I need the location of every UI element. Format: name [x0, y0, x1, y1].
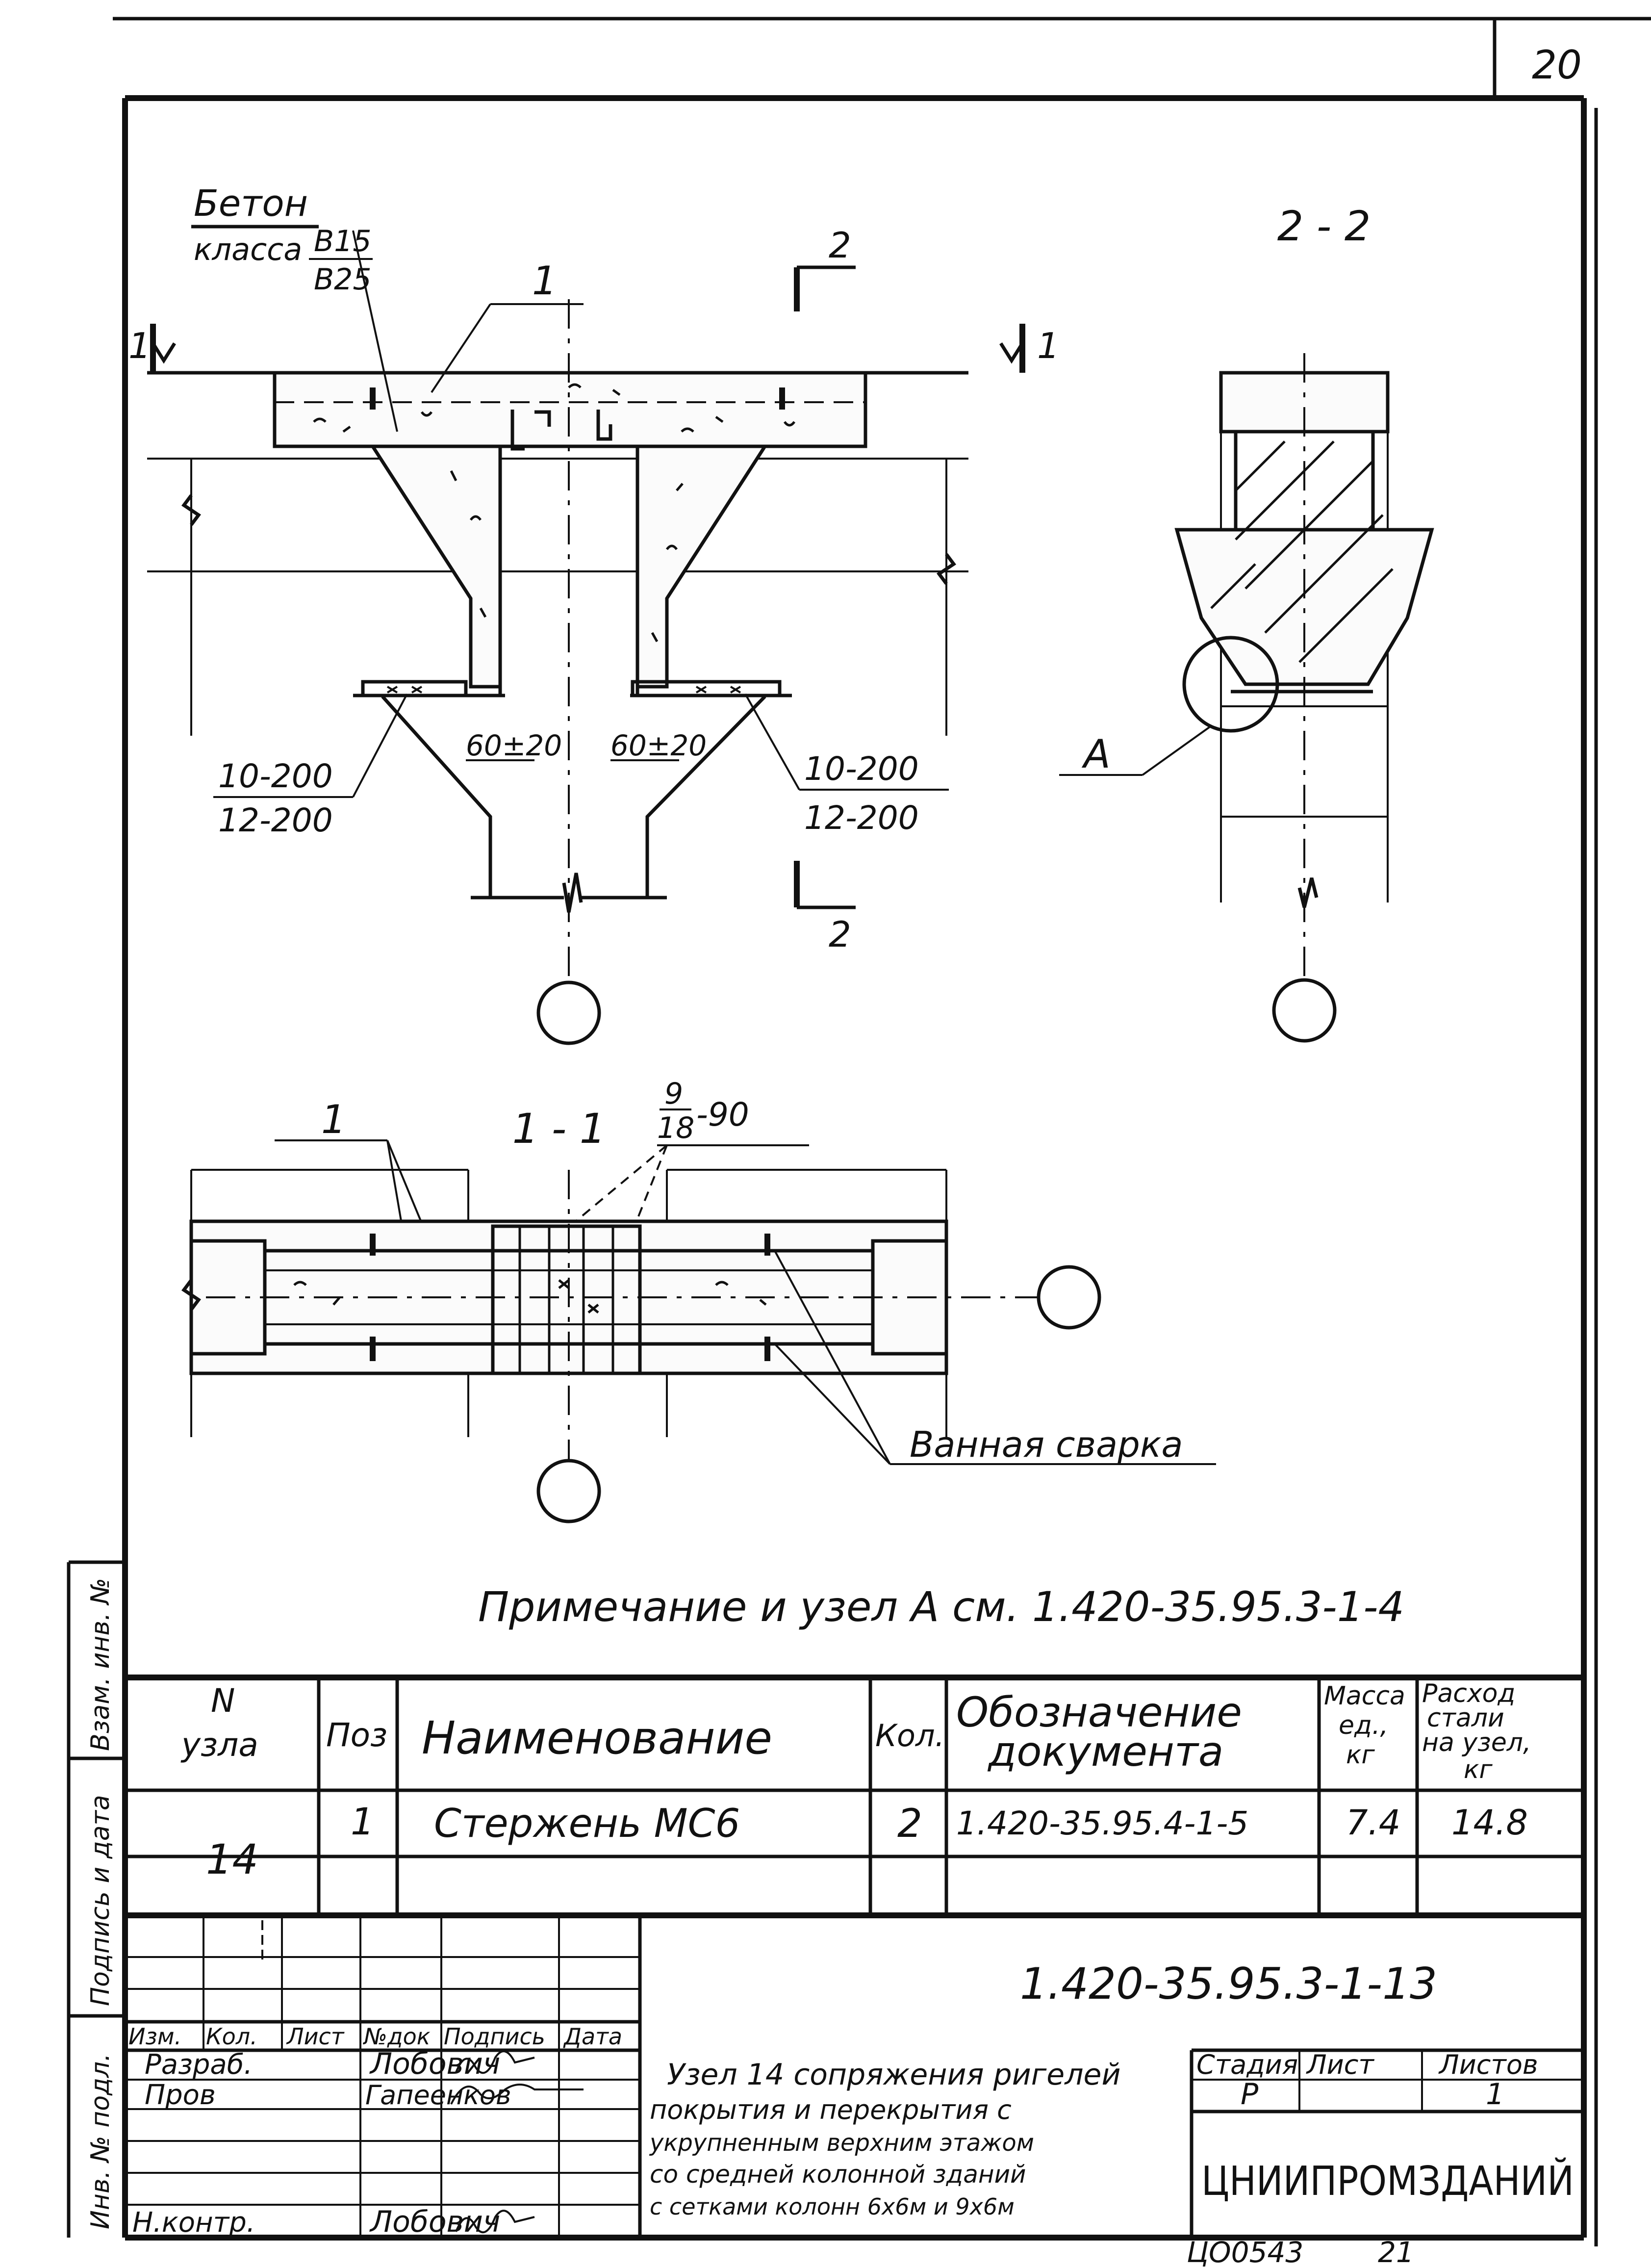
cut-2-top: 2: [829, 225, 851, 266]
sheet-label: Лист: [1306, 2049, 1374, 2080]
header-consumption-3: на узел,: [1422, 1728, 1531, 1757]
material-label-2: класса: [194, 232, 302, 267]
name-norm-control: Лобович: [369, 2205, 500, 2239]
signature-norm-control: [455, 2210, 535, 2234]
cell-document: 1.420-35.95.4-1-5: [956, 1804, 1248, 1842]
section-2-2-title: 2 - 2: [1277, 202, 1371, 250]
header-position: Поз: [326, 1716, 387, 1754]
weld-label: Ванная сварка: [910, 1424, 1183, 1465]
archive-code: ЦО0543: [1187, 2236, 1303, 2268]
cell-consumption: 14.8: [1451, 1803, 1528, 1843]
header-document-1: Обозначение: [956, 1688, 1242, 1736]
header-consumption-2: стали: [1427, 1703, 1504, 1733]
side-stamp-sign: Подпись и дата: [86, 1795, 115, 2006]
role-checker: Пров: [145, 2079, 216, 2111]
title-line-3: укрупненным верхним этажом: [649, 2129, 1034, 2157]
header-node-2: узла: [180, 1726, 258, 1764]
mesh-right-bottom: 12-200: [804, 799, 919, 837]
name-checker: Гапеенков: [365, 2080, 511, 2111]
col-date: Дата: [563, 2023, 622, 2050]
role-norm-control: Н.контр.: [132, 2207, 255, 2239]
sheet-frame: 20: [113, 17, 1651, 2246]
detail-callout-label: А: [1081, 731, 1111, 777]
cell-position: 1: [351, 1800, 374, 1843]
main-section: Бетон класса B15 B25 1 1 1 2 2 60±20 60±…: [128, 182, 1060, 1045]
axis-marker: [1272, 978, 1337, 1043]
cell-name: Стержень МС6: [434, 1801, 740, 1846]
material-label-1: Бетон: [194, 182, 308, 225]
drawing-note: Примечание и узел А см. 1.420-35.95.3-1-…: [478, 1583, 1404, 1631]
col-sign: Подпись: [444, 2023, 545, 2050]
side-stamp: Инв. № подл. Подпись и дата Взам. инв. №: [67, 1560, 125, 2238]
header-node-1: N: [211, 1682, 235, 1720]
concrete-class-top: B15: [314, 224, 372, 258]
page-number: 20: [1532, 42, 1582, 88]
spec-table: N узла Поз Наименование Кол. Обозначение…: [125, 1675, 1584, 1918]
header-mass-3: кг: [1346, 1740, 1375, 1770]
name-developer: Лобович: [369, 2047, 500, 2081]
section-2-2: 2 - 2 А: [1059, 202, 1434, 1043]
cut-1-right: 1: [1037, 325, 1060, 366]
cell-quantity: 2: [897, 1801, 922, 1846]
header-name: Наименование: [422, 1712, 772, 1764]
mesh-right-top: 10-200: [804, 750, 919, 788]
cut-1-left: 1: [128, 325, 151, 366]
axis-marker: [536, 1459, 601, 1523]
mesh-left-bottom: 12-200: [218, 801, 333, 839]
signature-checker: [450, 2084, 584, 2105]
section-1-1-position: 1: [321, 1097, 346, 1142]
concrete-hatch: [313, 383, 796, 643]
axis-marker: [1037, 1265, 1101, 1330]
sheets-label: Листов: [1438, 2049, 1538, 2080]
organization-name: ЦНИИПРОМЗДАНИЙ: [1201, 2157, 1574, 2205]
title-line-4: со средней колонной зданий: [650, 2160, 1026, 2189]
dimension-right: 60±20: [610, 729, 707, 762]
col-list: Лист: [286, 2023, 345, 2050]
title-line-1: Узел 14 сопряжения ригелей: [667, 2058, 1120, 2092]
axis-marker: [536, 980, 601, 1045]
title-line-2: покрытия и перекрытия с: [650, 2094, 1012, 2125]
header-mass-1: Масса: [1324, 1681, 1405, 1711]
section-1-1: 1 - 1 1 9 18 -90: [181, 1077, 1216, 1523]
header-quantity: Кол.: [875, 1718, 944, 1753]
header-consumption-1: Расход: [1422, 1679, 1515, 1708]
stage-value: Р: [1241, 2077, 1259, 2112]
side-stamp-replace: Взам. инв. №: [86, 1578, 115, 1751]
cell-mass: 7.4: [1346, 1803, 1400, 1843]
detail-callout-circle: [1182, 636, 1279, 733]
clamp-suffix: -90: [696, 1096, 749, 1134]
signature-developer: [455, 2050, 535, 2074]
clamp-bottom: 18: [657, 1111, 694, 1145]
col-ndoc: №док: [362, 2023, 431, 2050]
header-consumption-4: кг: [1464, 1755, 1493, 1784]
col-izm: Изм.: [128, 2023, 181, 2050]
header-mass-2: ед.,: [1339, 1711, 1388, 1740]
side-stamp-inv: Инв. № подл.: [86, 2053, 115, 2229]
col-kol: Кол.: [206, 2023, 257, 2050]
role-developer: Разраб.: [145, 2049, 253, 2081]
cell-node: 14: [206, 1835, 258, 1883]
drawing-designation: 1.420-35.95.3-1-13: [1020, 1959, 1437, 2009]
archive-number: 21: [1378, 2236, 1414, 2268]
cut-2-bottom: 2: [829, 914, 851, 955]
stage-label: Стадия: [1196, 2049, 1298, 2080]
dimension-left: 60±20: [466, 729, 562, 762]
header-document-2: документа: [987, 1727, 1223, 1776]
clamp-top: 9: [664, 1077, 683, 1111]
sheets-total-value: 1: [1486, 2077, 1504, 2112]
title-block: 1.420-35.95.3-1-13 Изм. Кол. Лист №док П…: [125, 1915, 1584, 2239]
position-1-label: 1: [532, 258, 557, 304]
concrete-class-bottom: B25: [314, 262, 372, 297]
title-line-5: с сетками колонн 6х6м и 9х6м: [650, 2193, 1015, 2220]
section-1-1-title: 1 - 1: [512, 1105, 606, 1153]
mesh-left-top: 10-200: [218, 757, 333, 795]
